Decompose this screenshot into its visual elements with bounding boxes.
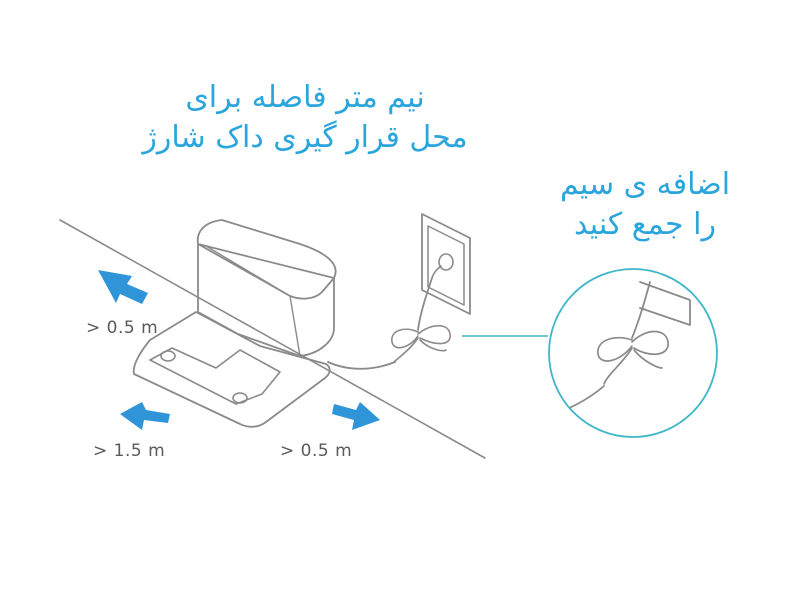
clearance-back-left-label: > 0.5 m	[86, 318, 158, 338]
cable-tip-line-1: اضافه ی سیم	[559, 167, 731, 202]
cable-detail-zoom	[548, 268, 718, 438]
clearance-front-left-label: > 1.5 m	[93, 441, 165, 461]
power-cable	[327, 277, 451, 370]
charging-dock-icon	[132, 219, 337, 428]
clearance-right-label: > 0.5 m	[280, 441, 352, 461]
wall-floor-edge	[59, 219, 486, 459]
cable-tip-line-2: را جمع کنید	[574, 207, 716, 242]
wall-outlet-icon	[421, 213, 471, 315]
cable-tip-annotation: اضافه ی سیم را جمع کنید	[505, 165, 785, 245]
dock-distance-line-1: نیم متر فاصله برای	[185, 80, 425, 115]
arrow-icon	[98, 270, 380, 430]
dock-distance-line-2: محل قرار گیری داک شارژ	[142, 120, 468, 155]
arrow-front-left-icon	[120, 402, 170, 430]
dock-distance-annotation: نیم متر فاصله برای محل قرار گیری داک شار…	[110, 78, 500, 158]
arrow-right-icon	[332, 402, 380, 430]
arrow-back-left-icon	[98, 270, 148, 304]
